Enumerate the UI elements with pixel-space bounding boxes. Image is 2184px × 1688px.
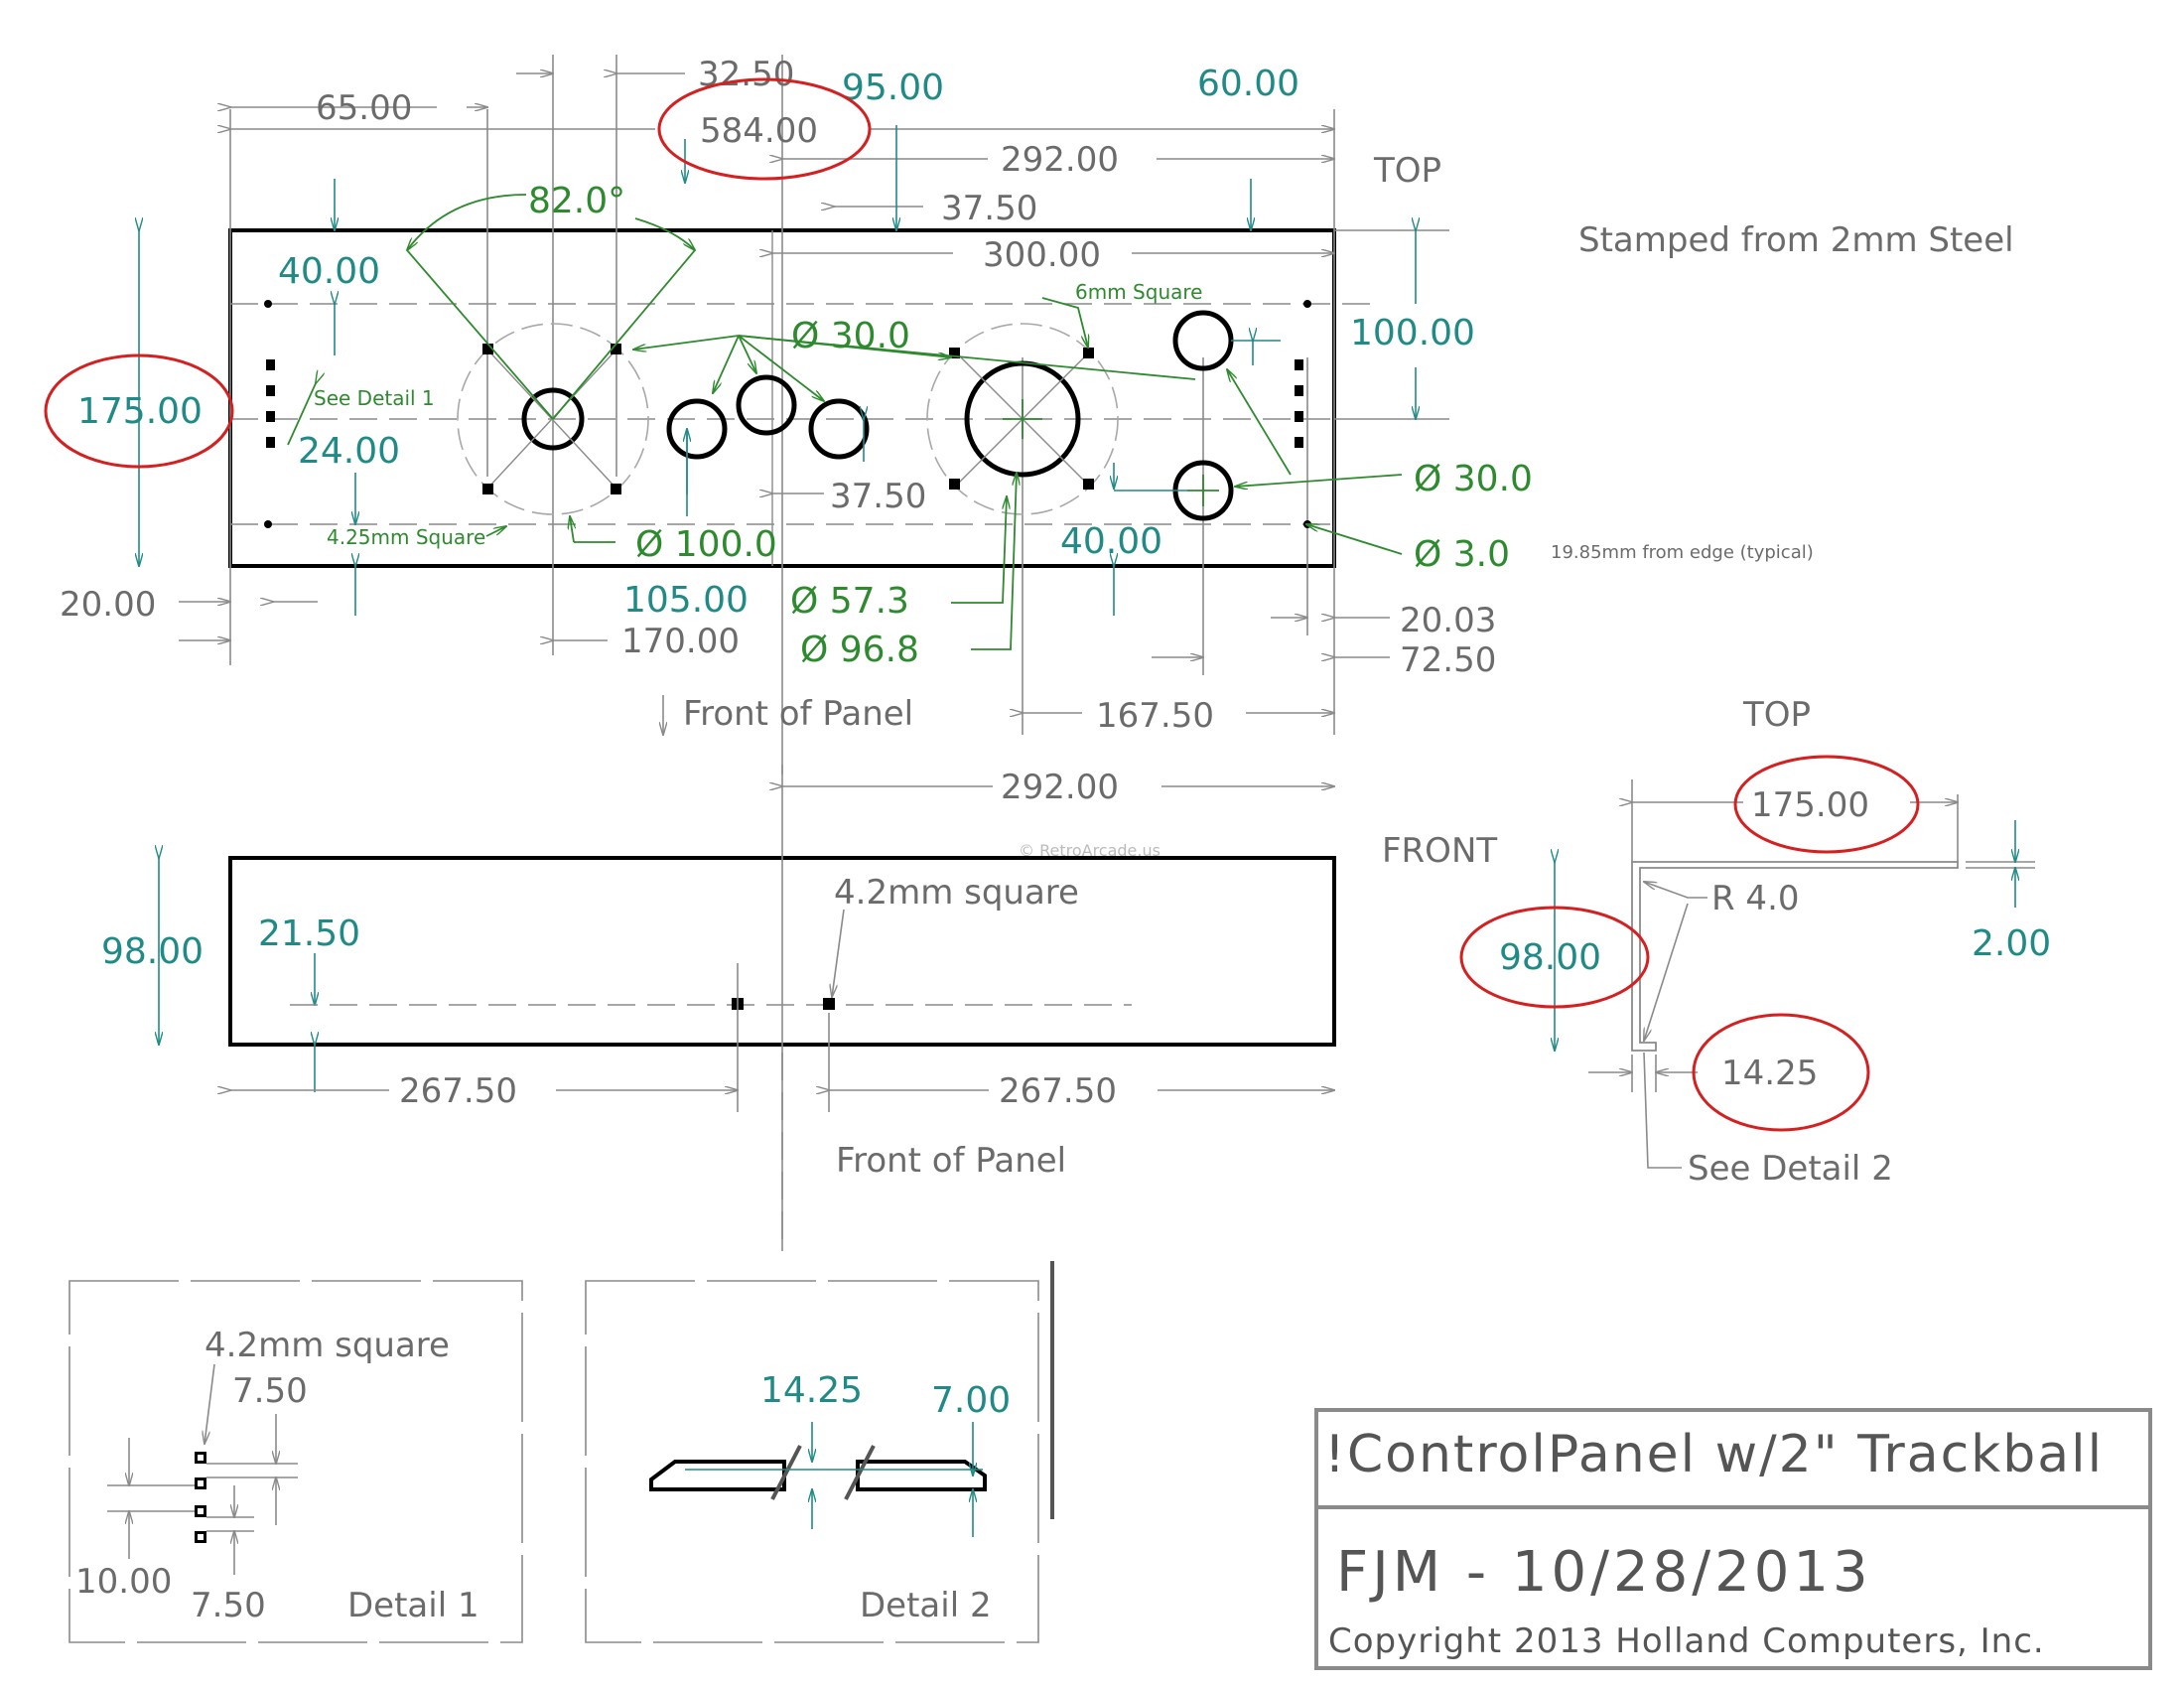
- label-detail-2: Detail 2: [860, 1586, 992, 1625]
- dim-98-00-front: 98.00: [101, 931, 204, 972]
- dim-20-00: 20.00: [60, 585, 156, 625]
- dim-95-00: 95.00: [842, 68, 944, 108]
- dim-267-50-left: 267.50: [399, 1071, 517, 1111]
- dim-r4: R 4.0: [1711, 879, 1800, 918]
- dim-37-50-top: 37.50: [941, 189, 1037, 228]
- front-view: 292.00 © RetroArcade.us 4.2mm square 98.…: [101, 765, 1336, 1251]
- dim-14-25-section: 14.25: [1721, 1054, 1818, 1093]
- dim-4-2-square-detail: 4.2mm square: [205, 1326, 450, 1365]
- dim-267-50-right: 267.50: [999, 1071, 1117, 1111]
- dim-300-00: 300.00: [983, 235, 1101, 275]
- dim-82-deg: 82.0°: [528, 181, 625, 221]
- dim-dia30-top: Ø 30.0: [791, 316, 910, 356]
- dim-37-50-mid: 37.50: [830, 477, 926, 516]
- dim-dia30-right: Ø 30.0: [1414, 459, 1533, 499]
- note-19-85-from-edge: 19.85mm from edge (typical): [1551, 542, 1814, 563]
- dim-21-50: 21.50: [258, 914, 360, 954]
- title-text: !ControlPanel w/2" Trackball: [1324, 1425, 2104, 1484]
- label-front-of-panel-top: Front of Panel: [683, 694, 913, 734]
- note-stamped: Stamped from 2mm Steel: [1578, 220, 2014, 260]
- title-block: !ControlPanel w/2" Trackball FJM - 10/28…: [1314, 1408, 2152, 1670]
- label-front-of-panel-front: Front of Panel: [836, 1141, 1066, 1181]
- dim-14-25-detail: 14.25: [760, 1370, 863, 1411]
- dim-7-50-top: 7.50: [232, 1371, 308, 1411]
- dim-4-2-square-front: 4.2mm square: [834, 873, 1079, 913]
- dim-32-50: 32.50: [698, 55, 794, 94]
- dim-7-00: 7.00: [931, 1380, 1011, 1421]
- copyright-text: Copyright 2013 Holland Computers, Inc.: [1328, 1621, 2045, 1661]
- highlight-175-left: [44, 353, 234, 469]
- dim-65-00: 65.00: [316, 88, 412, 128]
- label-section-front: FRONT: [1382, 831, 1497, 871]
- highlight-14-25: [1692, 1013, 1870, 1132]
- dim-4-25-square: 4.25mm Square: [327, 525, 485, 549]
- dim-10-00: 10.00: [75, 1562, 172, 1602]
- dim-167-50: 167.50: [1096, 696, 1214, 736]
- dim-dia100: Ø 100.0: [635, 524, 777, 565]
- dim-584-00: 584.00: [700, 111, 818, 151]
- dim-24-00: 24.00: [298, 431, 400, 472]
- dim-105-00: 105.00: [623, 580, 749, 621]
- label-detail-1: Detail 1: [347, 1586, 479, 1625]
- highlight-98-section: [1459, 906, 1650, 1009]
- highlight-584: [657, 77, 872, 181]
- watermark: © RetroArcade.us: [1019, 841, 1160, 860]
- dim-170-00: 170.00: [621, 622, 740, 661]
- dim-72-50: 72.50: [1400, 640, 1496, 680]
- dim-20-03: 20.03: [1400, 601, 1496, 640]
- label-top: TOP: [1373, 151, 1441, 191]
- label-section-top: TOP: [1742, 695, 1811, 735]
- dim-dia96: Ø 96.8: [800, 630, 919, 670]
- dim-40-00-right: 40.00: [1060, 521, 1162, 562]
- dim-292-00-front: 292.00: [1001, 768, 1119, 807]
- dim-292-00: 292.00: [1001, 140, 1119, 180]
- dim-100-00-right: 100.00: [1350, 313, 1475, 353]
- detail-2: 14.25 7.00 Detail 2: [585, 1261, 1054, 1643]
- detail-1: 4.2mm square 7.50 10.00 7.50 Detail 1: [68, 1280, 523, 1643]
- dim-dia3: Ø 3.0: [1414, 534, 1510, 575]
- dim-40-00-left: 40.00: [278, 251, 380, 292]
- note-see-detail-1: See Detail 1: [314, 386, 435, 410]
- dim-7-50-bottom: 7.50: [191, 1586, 266, 1625]
- top-view: TOP Stamped from 2mm Steel 32.50 65.00 5…: [44, 55, 2014, 774]
- dim-60-00: 60.00: [1197, 64, 1299, 104]
- dim-6mm-square: 6mm Square: [1075, 280, 1202, 304]
- author-date: FJM - 10/28/2013: [1336, 1540, 1872, 1605]
- highlight-175-section: [1733, 755, 1920, 854]
- dim-175-00: 175.00: [77, 391, 203, 432]
- note-see-detail-2: See Detail 2: [1688, 1149, 1893, 1189]
- dim-2-00: 2.00: [1972, 923, 2051, 964]
- section-view: TOP FRONT 175.00 R 4.0 2.00 98.00 14.25 …: [1382, 695, 2051, 1189]
- dim-dia57: Ø 57.3: [790, 581, 909, 622]
- dim-175-00-section: 175.00: [1751, 785, 1869, 825]
- dim-98-00-section: 98.00: [1499, 937, 1601, 978]
